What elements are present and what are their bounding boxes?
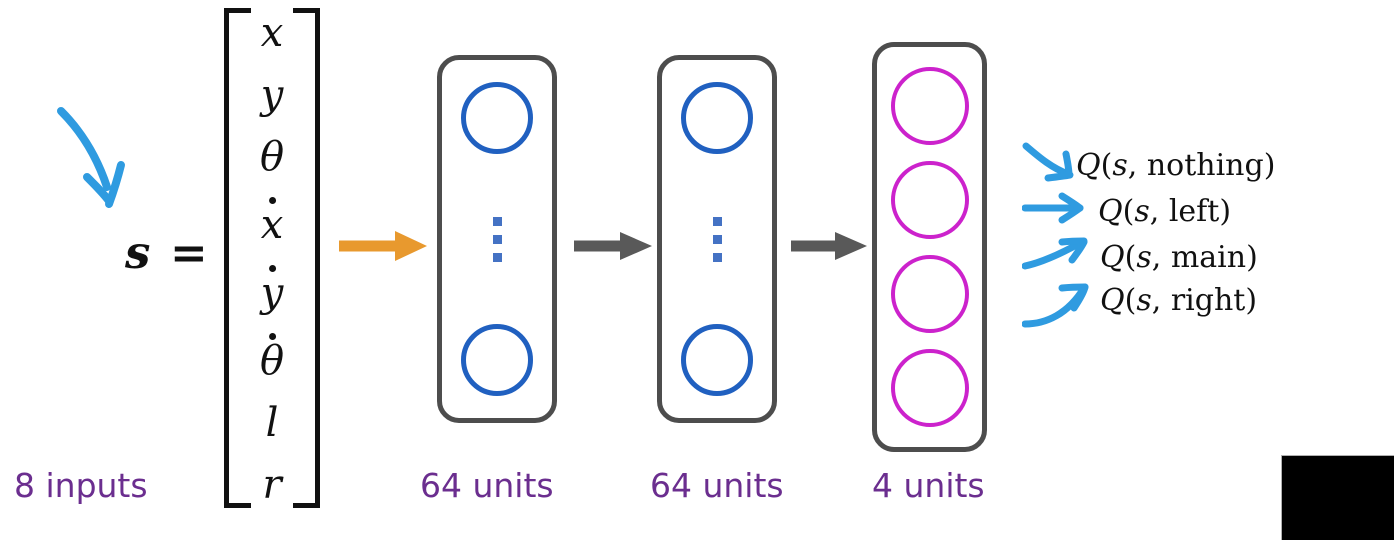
vector-item-ydot: y [260,264,284,316]
q-paren-close: ) [1219,194,1232,229]
vector-item-theta: θ [260,134,284,180]
vector-symbol: l [265,400,279,446]
input-arrow-icon [337,228,433,264]
q-state-var: s [1136,283,1152,318]
q-separator: , [1149,194,1169,229]
q-paren-open: ( [1100,148,1113,183]
vertical-ellipsis-icon [712,216,722,262]
q-symbol: Q [1076,148,1101,183]
vector-symbol: r [262,462,282,508]
flow-arrow-2-3-icon [789,228,871,264]
q-action: left [1168,194,1220,229]
q-state-var: s [1134,194,1150,229]
neuron-node [461,82,533,154]
hidden-layer-1-box [437,55,557,423]
q-action: nothing [1146,148,1264,183]
neuron-node [681,324,753,396]
state-vector-items: x y θ x y θ l r [251,8,293,508]
neuron-node [461,324,533,396]
output-arrow-right-icon [1021,280,1094,337]
q-paren-close: ) [1246,240,1258,275]
hidden-layer-2-box [657,55,777,423]
q-paren-close: ) [1263,148,1276,183]
output-arrow-main-icon [1021,236,1092,281]
q-paren-close: ) [1245,283,1258,318]
vector-item-thetadot: θ [260,332,284,384]
overdot-icon [269,197,277,204]
vector-symbol: x [260,10,284,56]
bracket-left-icon [224,8,251,508]
caption-inputs: 8 inputs [14,466,148,505]
flow-arrow-1-2-icon [572,228,656,264]
vector-item-r: r [262,462,281,508]
q-state-var: s [1136,240,1152,275]
vector-symbol: θ [259,338,285,384]
neuron-node [681,82,753,154]
output-node [890,161,969,239]
vector-item-x: x [261,10,284,56]
q-symbol: Q [1100,240,1125,275]
output-node [890,255,969,333]
output-node [890,67,969,145]
q-value-label-nothing: Q(s, nothing) [1076,148,1275,183]
output-layer-box [872,42,987,452]
output-node [890,349,969,427]
overdot-icon [269,265,277,272]
q-paren-open: ( [1122,194,1135,229]
caption-output-layer: 4 units [872,466,985,505]
state-vector: x y θ x y θ l r [224,8,320,508]
vector-item-l: l [266,400,279,446]
q-action: right [1170,283,1246,318]
vertical-ellipsis-icon [492,216,502,262]
q-value-label-main: Q(s, main) [1100,240,1258,275]
q-paren-open: ( [1124,240,1137,275]
vector-item-y: y [261,72,284,118]
pen-pointer-arrow-icon [55,105,145,220]
q-symbol: Q [1100,283,1125,318]
output-arrow-left-icon [1021,192,1088,229]
q-separator: , [1151,283,1171,318]
q-paren-open: ( [1124,283,1137,318]
state-equation-label: s = [125,226,210,279]
q-separator: , [1127,148,1147,183]
vector-symbol: y [260,72,284,118]
vector-symbol: x [260,202,284,248]
caption-hidden-layer-2: 64 units [650,466,784,505]
black-overlay-block [1281,455,1394,540]
output-arrow-nothing-icon [1022,140,1080,189]
q-symbol: Q [1098,194,1123,229]
q-action: main [1170,240,1247,275]
vector-symbol: y [260,270,284,316]
q-state-var: s [1112,148,1128,183]
vector-symbol: θ [259,134,285,180]
q-value-label-left: Q(s, left) [1098,194,1231,229]
q-value-label-right: Q(s, right) [1100,283,1257,318]
bracket-right-icon [293,8,320,508]
q-separator: , [1151,240,1171,275]
caption-hidden-layer-1: 64 units [420,466,554,505]
vector-item-xdot: x [260,196,284,248]
overdot-icon [269,333,277,340]
